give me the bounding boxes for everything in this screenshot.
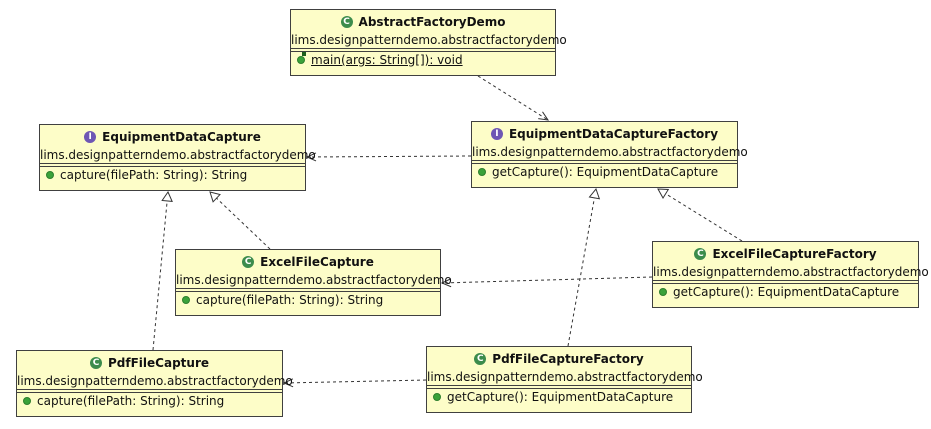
- realization-edge-excelFileCapture-to-equipmentDataCapture: [209, 191, 271, 250]
- public-method-icon: [182, 296, 190, 304]
- public-method-icon: [433, 393, 441, 401]
- class-icon: C: [90, 357, 102, 369]
- compartment-separator: [427, 384, 691, 389]
- dependency-arrowhead: [282, 378, 294, 388]
- class-icon: C: [340, 16, 353, 28]
- edge-line: [477, 75, 549, 121]
- edge-line: [209, 191, 271, 250]
- method-capture[interactable]: capture(filePath: String): String: [40, 167, 305, 184]
- edge-line: [567, 188, 597, 347]
- compartment-separator: [291, 47, 555, 52]
- realization-arrowhead: [588, 187, 601, 200]
- package-name: lims.designpatterndemo.abstractfactoryde…: [40, 147, 316, 162]
- realization-edge-pdfFileCaptureFactory-to-equipmentDataCaptureFactory: [567, 187, 601, 347]
- public-method-icon: [23, 397, 31, 405]
- dependency-arrowhead: [440, 278, 452, 288]
- package-name: lims.designpatterndemo.abstractfactoryde…: [427, 369, 703, 384]
- dependency-arrowhead: [538, 111, 550, 121]
- class-icon: C: [694, 248, 707, 260]
- dependency-edge-abstractFactoryDemo-to-equipmentDataCaptureFactory: [477, 75, 550, 121]
- package-name: lims.designpatterndemo.abstractfactoryde…: [17, 373, 293, 388]
- edge-line: [283, 379, 427, 384]
- compartment-separator: [653, 279, 918, 284]
- compartment-separator: [17, 388, 282, 393]
- compartment-separator: [176, 287, 440, 292]
- dependency-edge-excelFileCaptureFactory-to-excelFileCapture: [440, 276, 653, 288]
- package-name: lims.designpatterndemo.abstractfactoryde…: [291, 32, 567, 47]
- edge-line: [152, 191, 169, 351]
- method-get-capture[interactable]: getCapture(): EquipmentDataCapture: [653, 284, 918, 301]
- package-name: lims.designpatterndemo.abstractfactoryde…: [653, 264, 929, 279]
- edge-line: [306, 155, 472, 158]
- realization-arrowhead: [657, 188, 670, 199]
- class-icon: C: [474, 353, 487, 365]
- interface-icon: I: [84, 131, 97, 143]
- public-method-icon: [46, 171, 54, 179]
- method-capture[interactable]: capture(filePath: String): String: [17, 393, 282, 410]
- public-static-method-icon: [297, 52, 306, 64]
- class-icon: C: [242, 256, 255, 268]
- realization-arrowhead: [209, 191, 221, 203]
- interface-icon: I: [490, 128, 503, 140]
- dependency-arrowhead: [305, 152, 317, 162]
- dependency-edge-equipmentDataCaptureFactory-to-equipmentDataCapture: [305, 152, 472, 162]
- edge-line: [441, 276, 653, 284]
- public-method-icon: [659, 288, 667, 296]
- realization-edge-pdfFileCapture-to-equipmentDataCapture: [152, 190, 173, 351]
- dependency-edge-pdfFileCaptureFactory-to-pdfFileCapture: [282, 378, 427, 388]
- compartment-separator: [472, 159, 737, 164]
- realization-edge-excelFileCaptureFactory-to-equipmentDataCaptureFactory: [657, 188, 743, 242]
- method-main[interactable]: main(args: String[]): void: [291, 52, 555, 69]
- method-get-capture[interactable]: getCapture(): EquipmentDataCapture: [472, 164, 737, 181]
- edge-line: [657, 188, 743, 242]
- realization-arrowhead: [161, 190, 173, 203]
- package-name: lims.designpatterndemo.abstractfactoryde…: [176, 272, 452, 287]
- public-method-icon: [478, 168, 486, 176]
- method-get-capture[interactable]: getCapture(): EquipmentDataCapture: [427, 389, 691, 406]
- method-capture[interactable]: capture(filePath: String): String: [176, 292, 440, 309]
- package-name: lims.designpatterndemo.abstractfactoryde…: [472, 144, 748, 159]
- compartment-separator: [40, 162, 305, 167]
